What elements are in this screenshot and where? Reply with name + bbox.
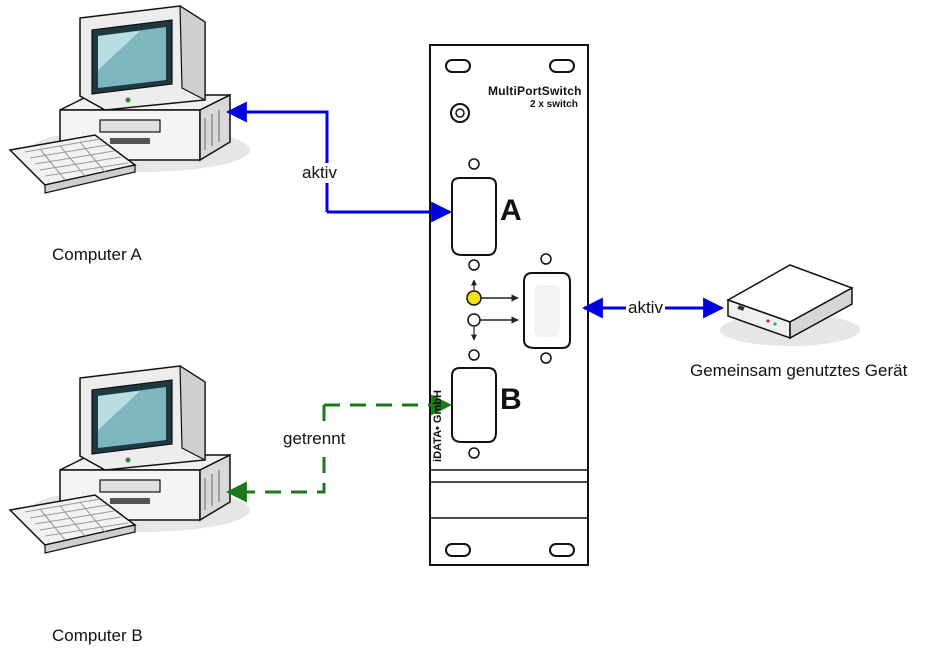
computer-a-icon — [9, 5, 251, 194]
computer-b-label: Computer B — [52, 626, 143, 646]
port-a-label: A — [500, 194, 522, 227]
status-label-b: getrennt — [283, 429, 346, 449]
connection-line-a — [225, 101, 329, 212]
network-device-icon — [720, 264, 860, 346]
multiport-switch — [429, 44, 589, 566]
shared-device-label: Gemeinsam genutztes Gerät — [690, 361, 908, 381]
computer-b-icon — [9, 365, 251, 554]
status-label-a: aktiv — [302, 163, 337, 183]
active-led-indicator — [466, 290, 482, 306]
vendor-label: iDATA• GmbH — [432, 390, 444, 462]
switch-subtitle: 2 x switch — [530, 99, 578, 110]
status-label-device: aktiv — [626, 298, 665, 318]
port-b-label: B — [500, 383, 522, 416]
computer-a-label: Computer A — [52, 245, 142, 265]
switch-title: MultiPortSwitch — [488, 84, 582, 98]
